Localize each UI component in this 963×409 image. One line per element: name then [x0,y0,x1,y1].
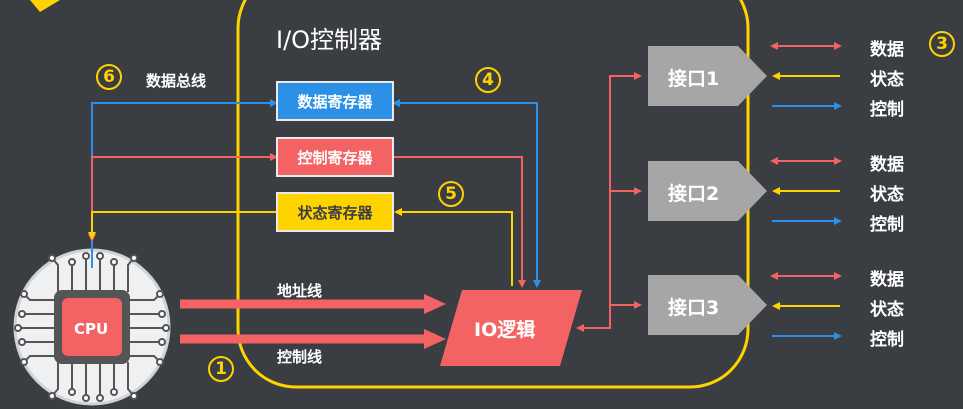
interface-2-signal-status: 状态 [870,185,904,205]
interface-1-signal-status: 状态 [870,70,904,90]
interface-2-label: 接口2 [668,183,720,205]
status-to-cpu-line [88,211,276,240]
interface-1-shape [648,46,767,106]
control-bus-line [88,153,278,242]
interface-3-signal-status: 状态 [870,300,904,320]
interface-1-signals [770,42,842,110]
cpu-chip [13,248,171,406]
status-reg-link [394,208,513,286]
data-register: 数据寄存器 [276,81,394,121]
io-logic-shape [440,290,582,366]
control-line-label: 控制线 [277,348,323,366]
interface-3-label: 接口3 [668,297,720,319]
interface-3-signal-control: 控制 [870,330,904,350]
address-line-arrowhead [424,294,446,314]
interface-1-signal-control: 控制 [870,100,904,120]
marker-1: 1 [208,356,234,382]
io-to-interface-1 [576,72,642,332]
interface-2-signals [770,157,842,225]
interface-3-shape [648,275,767,335]
control-register: 控制寄存器 [276,137,394,177]
marker-4: 4 [475,67,501,93]
address-line-label: 地址线 [277,282,323,300]
interface-3-signals [770,272,842,340]
marker-5: 5 [438,181,464,207]
corner-tab [30,0,60,12]
io-logic-label: IO逻辑 [474,319,536,341]
interface-2-shape [648,161,767,221]
interface-2-signal-data: 数据 [870,155,904,175]
interface-3-signal-data: 数据 [870,270,904,290]
control-reg-link [394,156,526,288]
controller-title: I/O控制器 [276,26,383,54]
data-reg-link [392,99,541,288]
data-bus-label: 数据总线 [146,72,207,90]
control-line-arrowhead [424,329,446,349]
marker-6: 6 [96,64,122,90]
data-bus-line [91,99,278,268]
marker-3: 3 [929,31,955,57]
interface-1-signal-data: 数据 [870,40,904,60]
status-register: 状态寄存器 [276,192,394,232]
cpu-label: CPU [74,320,109,338]
interface-2-signal-control: 控制 [870,215,904,235]
interface-1-label: 接口1 [668,68,720,90]
